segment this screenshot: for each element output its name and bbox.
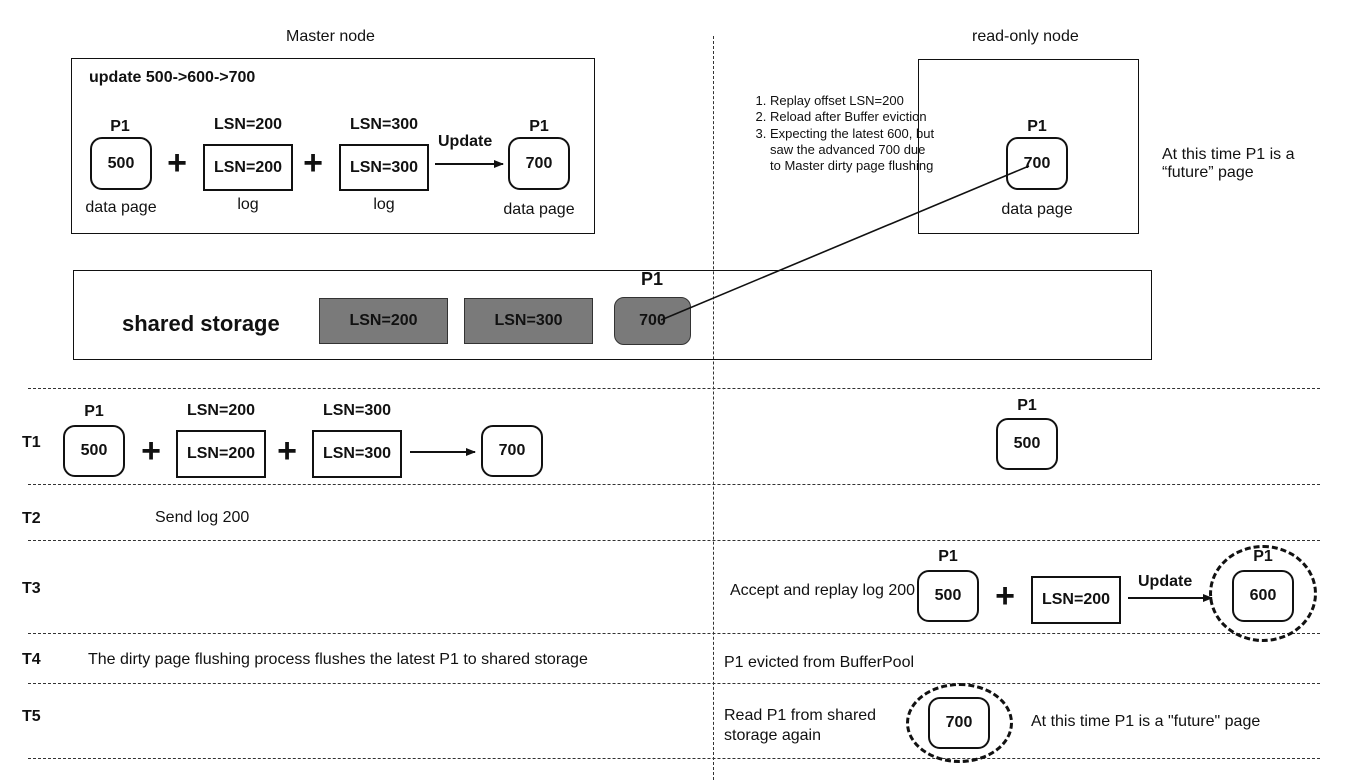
t3-result-p1-label: P1: [1253, 548, 1273, 565]
t5-p1-page: 700: [928, 697, 990, 749]
readonly-p1-label: P1: [1027, 118, 1047, 135]
readonly-p1-caption: data page: [1001, 201, 1073, 218]
row-separator: [28, 388, 1320, 389]
master-log2-box: LSN=300: [339, 144, 429, 191]
t1-p1-label: P1: [84, 403, 104, 420]
master-log2-header: LSN=300: [349, 116, 419, 133]
master-update-title: update 500->600->700: [89, 69, 256, 86]
row-label-t3: T3: [22, 580, 41, 597]
master-result-p1-label: P1: [529, 118, 549, 135]
t3-p1-page: 500: [917, 570, 979, 622]
readonly-p1-page: 700: [1006, 137, 1068, 190]
t3-log-box: LSN=200: [1031, 576, 1121, 624]
t1-log2-header: LSN=300: [322, 402, 392, 419]
row-label-t5: T5: [22, 708, 41, 725]
column-divider: [713, 36, 714, 780]
t1-log2-box: LSN=300: [312, 430, 402, 478]
t5-read-text-line1: Read P1 from shared: [724, 707, 877, 724]
t1-readonly-p1-page: 500: [996, 418, 1058, 470]
replay-step: Reload after Buffer eviction: [770, 109, 935, 125]
t1-log1-box: LSN=200: [176, 430, 266, 478]
t4-flush-text: The dirty page flushing process flushes …: [88, 651, 588, 668]
master-node-header: Master node: [286, 28, 375, 45]
readonly-node-header: read-only node: [972, 28, 1079, 45]
master-log1-header: LSN=200: [213, 116, 283, 133]
storage-log-block: LSN=200: [319, 298, 448, 344]
t2-send-log-text: Send log 200: [155, 509, 250, 526]
master-p1-page: 500: [90, 137, 152, 190]
replay-step: Replay offset LSN=200: [770, 93, 935, 109]
master-update-label: Update: [438, 133, 493, 150]
plus-sign: +: [995, 577, 1015, 615]
master-result-caption: data page: [503, 201, 575, 218]
row-separator: [28, 633, 1320, 634]
highlight-ring: [906, 683, 1013, 763]
plus-sign: +: [167, 144, 187, 182]
t1-readonly-p1-label: P1: [1017, 397, 1037, 414]
future-note-line2: “future” page: [1162, 164, 1254, 181]
t5-read-text-line2: storage again: [724, 727, 821, 744]
row-separator: [28, 758, 1320, 759]
row-label-t1: T1: [22, 434, 41, 451]
row-label-t4: T4: [22, 651, 41, 668]
shared-storage-box: [73, 270, 1152, 360]
t4-evicted-text: P1 evicted from BufferPool: [724, 654, 915, 671]
t3-accept-text: Accept and replay log 200: [730, 582, 916, 599]
master-log1-caption: log: [237, 196, 259, 213]
storage-p1-page: 700: [614, 297, 691, 345]
row-separator: [28, 683, 1320, 684]
t5-future-text: At this time P1 is a "future" page: [1031, 713, 1261, 730]
plus-sign: +: [303, 144, 323, 182]
t1-log1-header: LSN=200: [186, 402, 256, 419]
storage-log-block: LSN=300: [464, 298, 593, 344]
master-log2-caption: log: [373, 196, 395, 213]
t3-result-page: 600: [1232, 570, 1294, 622]
shared-storage-title: shared storage: [122, 311, 280, 336]
row-separator: [28, 484, 1320, 485]
master-node-box: [71, 58, 595, 234]
replay-step: Expecting the latest 600, but saw the ad…: [770, 126, 935, 175]
master-log1-box: LSN=200: [203, 144, 293, 191]
storage-p1-label: P1: [640, 269, 664, 289]
t3-update-label: Update: [1138, 573, 1193, 590]
t1-p1-page: 500: [63, 425, 125, 477]
replay-steps-list: Replay offset LSN=200 Reload after Buffe…: [752, 93, 935, 174]
highlight-ring: [1209, 545, 1317, 642]
master-p1-caption: data page: [85, 199, 157, 216]
master-result-page: 700: [508, 137, 570, 190]
future-note-line1: At this time P1 is a: [1162, 146, 1295, 163]
master-p1-label: P1: [110, 118, 130, 135]
t3-p1-label: P1: [938, 548, 958, 565]
plus-sign: +: [141, 432, 161, 470]
row-separator: [28, 540, 1320, 541]
plus-sign: +: [277, 432, 297, 470]
row-label-t2: T2: [22, 510, 41, 527]
t1-result-page: 700: [481, 425, 543, 477]
